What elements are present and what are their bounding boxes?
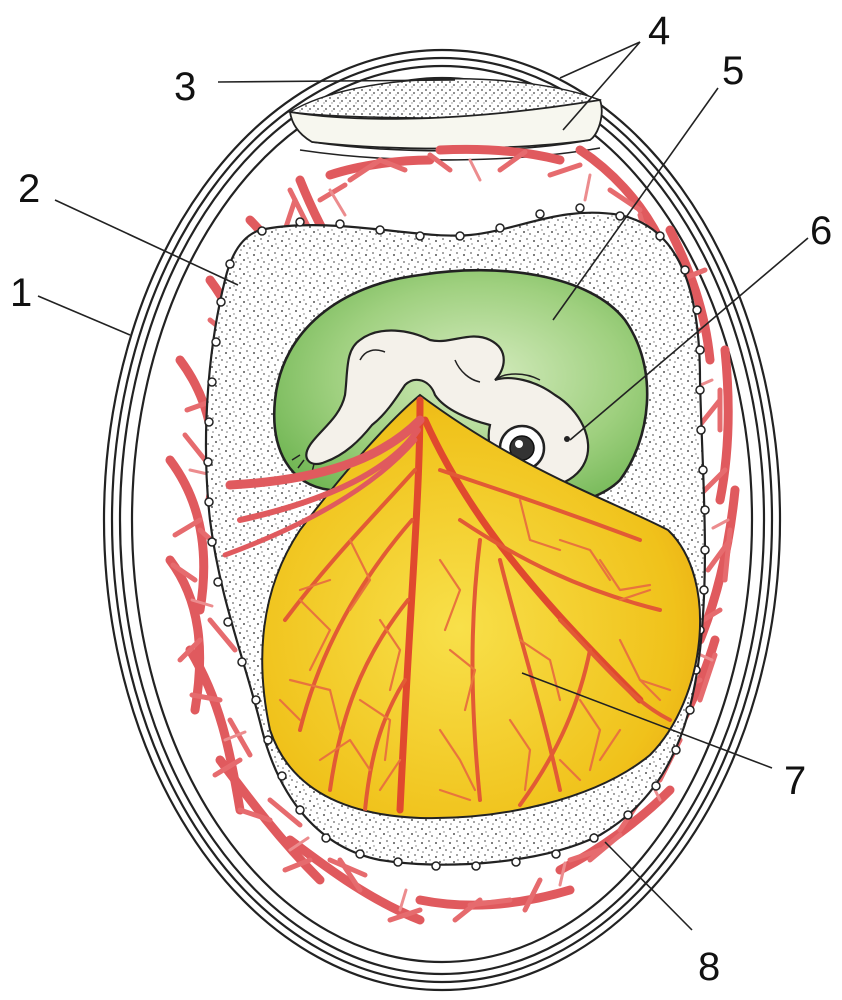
label-1: 1	[10, 271, 32, 315]
label-4: 4	[648, 9, 670, 53]
leader-4a	[560, 42, 640, 78]
label-6: 6	[810, 209, 832, 253]
label-8: 8	[698, 945, 720, 989]
leader-1	[38, 296, 130, 335]
leader-2	[55, 200, 238, 285]
label-5: 5	[722, 49, 744, 93]
label-2: 2	[18, 167, 40, 211]
label-3: 3	[174, 65, 196, 109]
label-7: 7	[784, 759, 806, 803]
